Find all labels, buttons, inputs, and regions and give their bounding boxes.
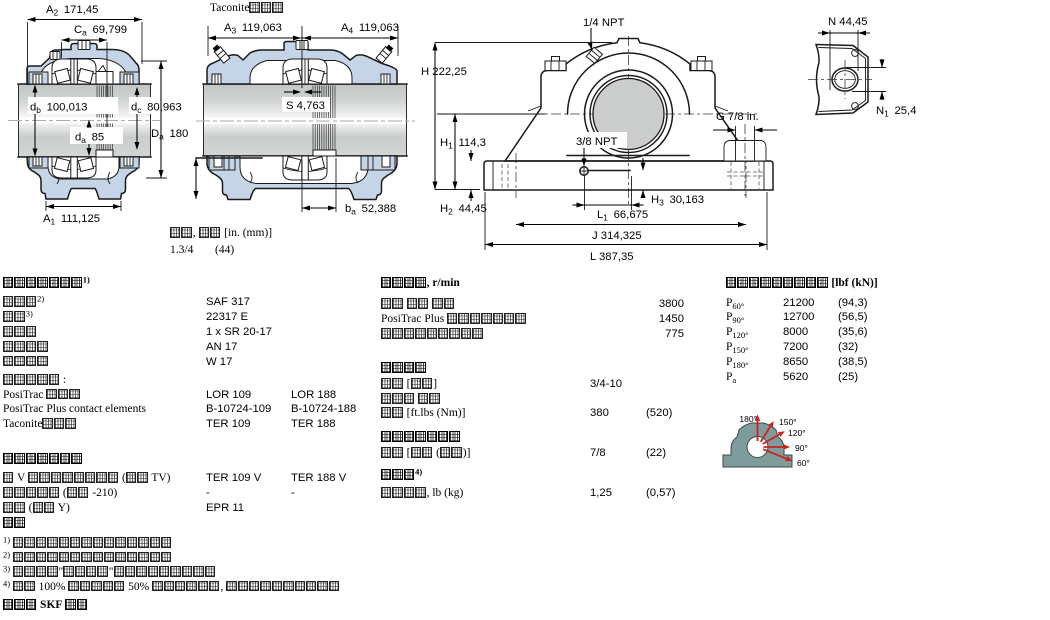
svg-text:N 44,45: N 44,45: [828, 16, 868, 28]
svg-text:Ca 69,799: Ca 69,799: [74, 24, 127, 38]
svg-text:G 7/8 in.: G 7/8 in.: [716, 111, 759, 123]
svg-text:90°: 90°: [795, 443, 808, 453]
svg-text:H2 44,45: H2 44,45: [440, 203, 487, 217]
svg-text:ba 52,388: ba 52,388: [345, 203, 396, 217]
svg-text:3/8 NPT: 3/8 NPT: [576, 136, 618, 148]
svg-text:L1 66,675: L1 66,675: [597, 209, 648, 223]
svg-text:A2 171,45: A2 171,45: [46, 4, 98, 18]
svg-text:H 222,25: H 222,25: [421, 66, 467, 78]
svg-text:A3 119,063: A3 119,063: [224, 22, 282, 36]
svg-text:120°: 120°: [788, 428, 806, 438]
svg-text:N1 25,4: N1 25,4: [876, 105, 916, 119]
svg-text:180°: 180°: [739, 414, 757, 424]
svg-text:A1 111,125: A1 111,125: [43, 213, 100, 227]
svg-text:H3 30,163: H3 30,163: [651, 194, 704, 208]
svg-text:H1 114,3: H1 114,3: [440, 137, 486, 151]
svg-text:da 85: da 85: [75, 132, 104, 146]
svg-text:60°: 60°: [797, 458, 810, 468]
svg-text:db 100,013: db 100,013: [30, 102, 87, 116]
svg-text:S 4,763: S 4,763: [286, 100, 325, 112]
svg-text:Da 180: Da 180: [151, 128, 188, 142]
svg-text:J 314,325: J 314,325: [592, 230, 642, 242]
svg-text:150°: 150°: [779, 417, 797, 427]
svg-text:L 387,35: L 387,35: [590, 251, 634, 263]
svg-text:A4 119,063: A4 119,063: [341, 22, 399, 36]
svg-text:dc 80,963: dc 80,963: [131, 102, 182, 116]
svg-text:1/4 NPT: 1/4 NPT: [583, 17, 625, 29]
